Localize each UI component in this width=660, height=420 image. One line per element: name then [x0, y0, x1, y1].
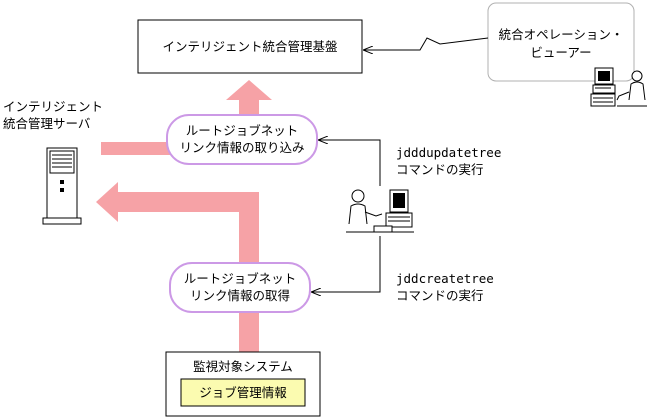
acquire-step-line2: リンク情報の取得 [190, 288, 290, 303]
import-step-box [166, 114, 318, 165]
create-command-name: jddcreatetree [396, 271, 494, 286]
flow-to-server-bar [118, 192, 259, 212]
flow-short-bar [101, 142, 171, 155]
import-step-line1: ルートジョブネット [186, 123, 299, 138]
flow-arrowhead-up [226, 80, 272, 100]
monitored-system-label: 監視対象システム [193, 359, 293, 374]
import-step-line2: リンク情報の取り込み [179, 140, 304, 155]
create-command-line [312, 236, 381, 292]
flow-arrowhead-left [96, 182, 118, 222]
viewer-link [364, 37, 489, 50]
ops-viewer-box [487, 2, 635, 82]
integrated-base-label: インテリジェント統合管理基盤 [162, 39, 338, 54]
create-command-desc: コマンドの実行 [396, 288, 484, 303]
ops-viewer-label-line1: 統合オペレーション・ [499, 27, 624, 42]
server-label-line2: 統合管理サーバ [3, 116, 90, 131]
integrated-base-box [137, 19, 363, 74]
job-info-label: ジョブ管理情報 [199, 385, 287, 400]
job-info-box [180, 378, 306, 407]
desktop-user-icon [590, 67, 647, 107]
server-label-line1: インテリジェント [3, 99, 103, 114]
server-icon [42, 147, 82, 225]
acquire-step-box [169, 262, 311, 313]
acquire-step-line1: ルートジョブネット [184, 271, 297, 286]
update-command-desc: コマンドの実行 [396, 162, 484, 177]
ops-viewer-label-line2: ビューアー [530, 45, 591, 60]
operator-pc-icon [346, 189, 414, 233]
update-command-name: jdddupdatetree [396, 145, 501, 160]
update-command-line [319, 140, 381, 186]
